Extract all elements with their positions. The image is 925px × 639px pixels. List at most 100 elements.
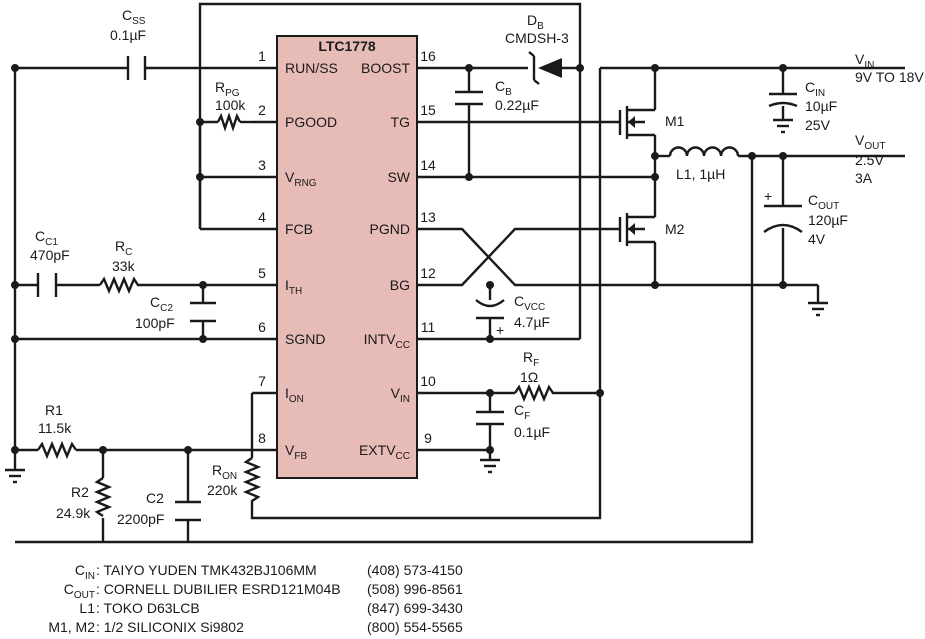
pin-label-10: VIN	[391, 385, 410, 405]
cout-ref: COUT	[808, 192, 839, 212]
junction-dots	[11, 64, 787, 454]
pin-label-14: SW	[387, 169, 410, 185]
pin-number-8: 8	[258, 430, 266, 446]
vout-value: 2.5V	[855, 152, 884, 168]
bom-desc: : TAIYO YUDEN TMK432BJ106MM	[96, 562, 317, 578]
c2-ref: C2	[146, 490, 164, 506]
capacitor-cvcc	[475, 299, 505, 320]
pin-number-16: 16	[420, 48, 436, 64]
pin-number-7: 7	[258, 373, 266, 389]
pin-label-13: PGND	[370, 221, 410, 237]
rf-value: 1Ω	[520, 369, 538, 385]
r1-ref: R1	[45, 402, 63, 418]
css-value: 0.1µF	[110, 27, 146, 43]
pin-number-2: 2	[258, 102, 266, 118]
c2-value: 2200pF	[117, 511, 164, 527]
ground-symbols	[5, 118, 828, 484]
cc2-ref: CC2	[150, 294, 173, 314]
bom-desc: : 1/2 SILICONIX Si9802	[96, 619, 244, 635]
cc1-value: 470pF	[30, 247, 70, 263]
pin-number-12: 12	[420, 265, 436, 281]
resistor-rpg	[216, 112, 242, 132]
cvcc-ref: CVCC	[514, 293, 545, 313]
cb-ref: CB	[495, 78, 512, 98]
ic-body	[276, 35, 418, 479]
resistor-rc	[99, 275, 142, 295]
pin-label-8: VFB	[285, 442, 307, 462]
bom-row: CIN: TAIYO YUDEN TMK432BJ106MM(408) 573-…	[75, 562, 463, 582]
r2-value: 24.9k	[56, 505, 91, 521]
bom-row: COUT: CORNELL DUBILIER ESRD121M04B (508) …	[64, 581, 463, 601]
pin-label-5: ITH	[285, 277, 302, 297]
pin-number-5: 5	[258, 265, 266, 281]
capacitor-css	[126, 56, 147, 80]
bom-phone: (508) 996-8561	[367, 581, 463, 597]
vout-net-label: VOUT	[855, 132, 885, 152]
ron-ref: RON	[212, 462, 237, 482]
pin-label-11: INTVCC	[364, 331, 410, 351]
cvcc-value: 4.7µF	[514, 314, 550, 330]
wires	[13, 2, 905, 544]
vout-current: 3A	[855, 170, 873, 186]
resistor-rf	[514, 383, 557, 403]
rpg-value: 100k	[215, 97, 246, 113]
cf-ref: CF	[514, 402, 530, 422]
bom-row: L1: TOKO D63LCB(847) 699-3430	[79, 600, 463, 616]
ic-name: LTC1778	[318, 38, 376, 54]
l1-label: L1, 1µH	[676, 166, 725, 182]
pin-number-9: 9	[424, 430, 432, 446]
pin-number-4: 4	[258, 209, 266, 225]
pin-number-11: 11	[421, 319, 436, 335]
diode-db	[528, 51, 562, 85]
pin-number-3: 3	[258, 157, 266, 173]
pin-number-15: 15	[420, 102, 436, 118]
cout-value2: 4V	[808, 231, 826, 247]
pin-number-1: 1	[258, 48, 266, 64]
pin-number-14: 14	[420, 157, 436, 173]
cout-value1: 120µF	[808, 212, 848, 228]
cb-value: 0.22µF	[495, 97, 539, 113]
cin-value1: 10µF	[805, 98, 837, 114]
bom-row: M1, M2: 1/2 SILICONIX Si9802(800) 554-55…	[48, 619, 463, 635]
r2-ref: R2	[71, 484, 89, 500]
pin-label-4: FCB	[285, 221, 313, 237]
cin-ref: CIN	[805, 79, 825, 99]
rc-ref: RC	[115, 238, 132, 258]
pin-label-16: BOOST	[361, 60, 410, 76]
m1-label: M1	[665, 113, 685, 129]
mosfet-m2	[618, 213, 655, 246]
bom-phone: (800) 554-5565	[367, 619, 463, 635]
pin-label-1: RUN/SS	[285, 60, 338, 76]
vin-net-label: VIN	[855, 51, 874, 71]
mosfet-m1	[618, 106, 655, 139]
pin-label-15: TG	[391, 114, 410, 130]
resistor-r2	[93, 477, 113, 517]
bom-ref: COUT	[64, 581, 95, 601]
cf-value: 0.1µF	[514, 424, 550, 440]
bom-desc: : TOKO D63LCB	[96, 600, 200, 616]
cc2-value: 100pF	[135, 315, 175, 331]
pin-label-12: BG	[390, 277, 410, 293]
inductor-l1	[668, 146, 740, 157]
resistor-r1	[37, 440, 77, 460]
r1-value: 11.5k	[38, 420, 72, 436]
bom-desc: : CORNELL DUBILIER ESRD121M04B	[96, 581, 341, 597]
vin-range: 9V TO 18V	[855, 69, 924, 85]
pin-label-7: ION	[285, 385, 304, 405]
ron-value: 220k	[207, 482, 238, 498]
